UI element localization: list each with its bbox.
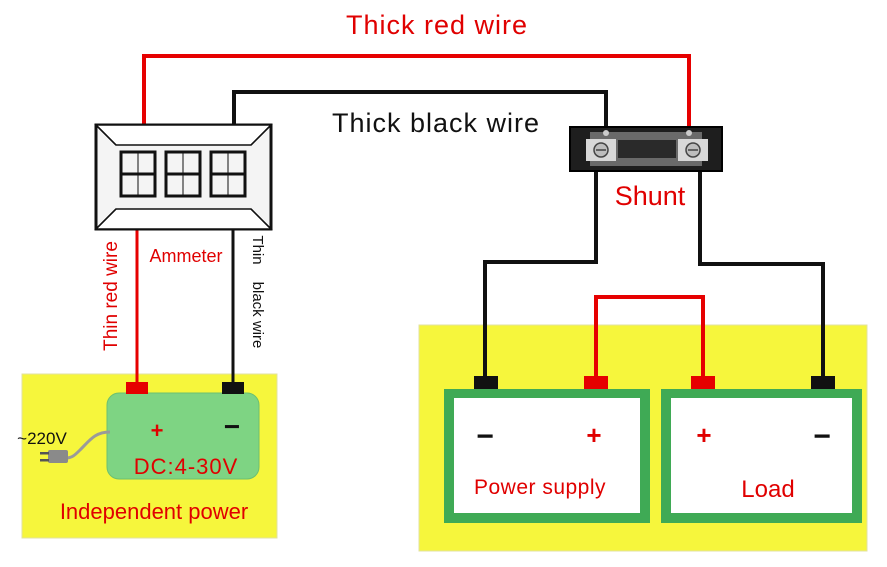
- adapter-minus-label: −: [224, 411, 240, 442]
- thin-red-wire-label: Thin red wire: [101, 241, 122, 351]
- power-supply-minus-terminal: [474, 376, 498, 389]
- power-supply-plus-terminal: [584, 376, 608, 389]
- thick-black-wire-label: Thick black wire: [332, 108, 540, 138]
- shunt-to-power-supply-wire: [483, 165, 598, 380]
- dc-adapter: [106, 382, 260, 480]
- shunt-label: Shunt: [615, 181, 686, 211]
- adapter-plus-terminal: [126, 382, 148, 394]
- plug-icon: [40, 450, 68, 463]
- load-minus-label: −: [813, 420, 831, 453]
- seven-segment-digit-2: [164, 150, 202, 198]
- shunt: [569, 126, 723, 172]
- battery-link-red-wire: [594, 295, 705, 382]
- seven-segment-digit-1: [119, 150, 157, 198]
- load-plus-label: +: [696, 420, 711, 450]
- mains-cord: [65, 430, 111, 460]
- load-plus-terminal: [691, 376, 715, 389]
- load-minus-terminal: [811, 376, 835, 389]
- thick-red-wire: [142, 54, 691, 132]
- power-supply-label: Power supply: [474, 476, 606, 499]
- power-supply-minus-label: −: [476, 420, 494, 453]
- thick-black-wire: [232, 90, 608, 132]
- thick-red-wire-label: Thick red wire: [346, 10, 528, 40]
- adapter-dc-range-label: DC:4-30V: [134, 454, 239, 479]
- ammeter: [94, 123, 273, 231]
- adapter-plus-label: +: [151, 418, 164, 443]
- seven-segment-digit-3: [209, 150, 247, 198]
- independent-power-label: Independent power: [60, 499, 248, 524]
- load-label: Load: [741, 476, 794, 503]
- adapter-minus-terminal: [222, 382, 244, 394]
- shunt-to-load-wire: [698, 165, 825, 380]
- power-supply-battery: [444, 376, 650, 523]
- thin-black-wire-label-line2: black wire: [249, 282, 266, 349]
- power-supply-plus-label: +: [586, 420, 601, 450]
- ammeter-label: Ammeter: [149, 246, 222, 266]
- load-battery: [661, 376, 862, 523]
- thin-black-wire-label-line1: Thin: [249, 235, 266, 264]
- mains-voltage-label: ~220V: [17, 429, 67, 448]
